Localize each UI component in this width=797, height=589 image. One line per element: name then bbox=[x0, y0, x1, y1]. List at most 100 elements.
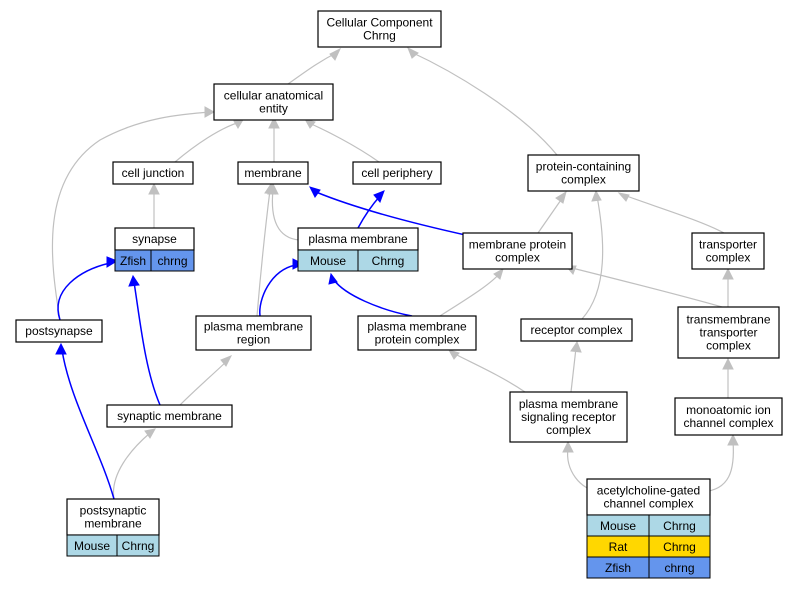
annotation-edge-24 bbox=[259, 258, 305, 317]
is-a-edge-13 bbox=[564, 265, 723, 308]
node-label: plasma membrane bbox=[308, 232, 408, 246]
is-a-edge-17 bbox=[570, 340, 582, 393]
node-label: transporter bbox=[699, 238, 757, 252]
node-label: Chrng bbox=[363, 29, 396, 43]
is-a-edge-12 bbox=[581, 189, 604, 320]
node-box bbox=[462, 232, 573, 270]
is-a-edge-16 bbox=[447, 349, 526, 393]
is-a-edge-4 bbox=[303, 118, 380, 163]
node-box bbox=[106, 404, 233, 428]
node-box bbox=[527, 154, 640, 192]
node-label: channel complex bbox=[603, 497, 693, 511]
node-box bbox=[195, 315, 312, 351]
node-label: plasma membrane bbox=[367, 320, 467, 334]
node-membrane[interactable]: membrane bbox=[237, 161, 309, 185]
is-a-edge-11 bbox=[256, 182, 276, 317]
annotation-edge-23 bbox=[357, 190, 385, 229]
is-a-edge-5 bbox=[148, 182, 160, 228]
is-a-edge-2 bbox=[174, 117, 246, 163]
node-label: receptor complex bbox=[530, 323, 622, 337]
node-box bbox=[691, 232, 765, 270]
gene-label[interactable]: Chrng bbox=[663, 519, 696, 533]
annotation-edge-22 bbox=[309, 186, 471, 237]
node-label: monoatomic ion bbox=[686, 403, 771, 417]
gene-label[interactable]: Chrng bbox=[372, 254, 405, 268]
gene-label[interactable]: Chrng bbox=[122, 539, 155, 553]
species-label: Mouse bbox=[600, 519, 636, 533]
node-label: region bbox=[237, 333, 270, 347]
node-synmem[interactable]: synaptic membrane bbox=[106, 404, 233, 428]
node-postsynapse[interactable]: postsynapse bbox=[15, 319, 103, 343]
species-label: Zfish bbox=[605, 561, 631, 575]
node-label: cell periphery bbox=[361, 166, 432, 180]
node-box bbox=[509, 391, 628, 443]
node-box bbox=[15, 319, 103, 343]
annotation-edge-25 bbox=[328, 272, 413, 317]
node-label: protein-containing bbox=[536, 160, 631, 174]
node-box bbox=[586, 478, 711, 516]
gene-row: Zfish chrng bbox=[114, 249, 195, 272]
species-label: Zfish bbox=[120, 254, 146, 268]
node-box bbox=[674, 397, 783, 436]
node-label: complex bbox=[561, 173, 606, 187]
node-label: transmembrane bbox=[686, 313, 770, 327]
node-label: postsynaptic bbox=[80, 504, 147, 518]
gene-row: Mouse Chrng bbox=[586, 514, 711, 537]
node-cellperiphery[interactable]: cell periphery bbox=[352, 161, 442, 185]
node-label: complex bbox=[546, 423, 591, 437]
is-a-edge-1 bbox=[407, 46, 558, 156]
is-a-edge-8 bbox=[537, 190, 567, 234]
node-receptor[interactable]: receptor complex bbox=[520, 318, 633, 342]
node-box bbox=[112, 161, 194, 185]
node-label: channel complex bbox=[683, 416, 773, 430]
node-label: synapse bbox=[132, 232, 177, 246]
node-label: complex bbox=[706, 339, 751, 353]
gene-label[interactable]: chrng bbox=[664, 561, 694, 575]
node-label: entity bbox=[259, 102, 288, 116]
species-label: Mouse bbox=[74, 539, 110, 553]
gene-label[interactable]: chrng bbox=[157, 254, 187, 268]
is-a-edge-15 bbox=[179, 355, 233, 406]
is-a-edge-18 bbox=[722, 357, 734, 398]
node-label: membrane bbox=[244, 166, 302, 180]
node-label: membrane bbox=[84, 517, 142, 531]
node-label: cellular anatomical bbox=[224, 89, 323, 103]
node-label: membrane protein bbox=[469, 238, 566, 252]
node-box bbox=[213, 83, 334, 121]
node-label: acetylcholine-gated bbox=[597, 484, 700, 498]
node-box bbox=[677, 306, 780, 359]
node-box bbox=[352, 161, 442, 185]
annotation-edge-26 bbox=[57, 256, 119, 321]
node-label: Cellular Component bbox=[326, 16, 433, 30]
node-label: transporter bbox=[699, 326, 757, 340]
is-a-edge-10 bbox=[439, 267, 504, 317]
node-label: postsynapse bbox=[25, 324, 93, 338]
node-box bbox=[66, 498, 160, 536]
node-label: plasma membrane bbox=[204, 320, 304, 334]
gene-row: Zfish chrng bbox=[586, 556, 711, 579]
annotation-edge-27 bbox=[128, 274, 161, 406]
node-box bbox=[237, 161, 309, 185]
gene-label[interactable]: Chrng bbox=[663, 540, 696, 554]
annotation-edge-28 bbox=[55, 342, 115, 500]
node-label: protein complex bbox=[375, 333, 460, 347]
node-box bbox=[357, 315, 477, 351]
node-celljunction[interactable]: cell junction bbox=[112, 161, 194, 185]
